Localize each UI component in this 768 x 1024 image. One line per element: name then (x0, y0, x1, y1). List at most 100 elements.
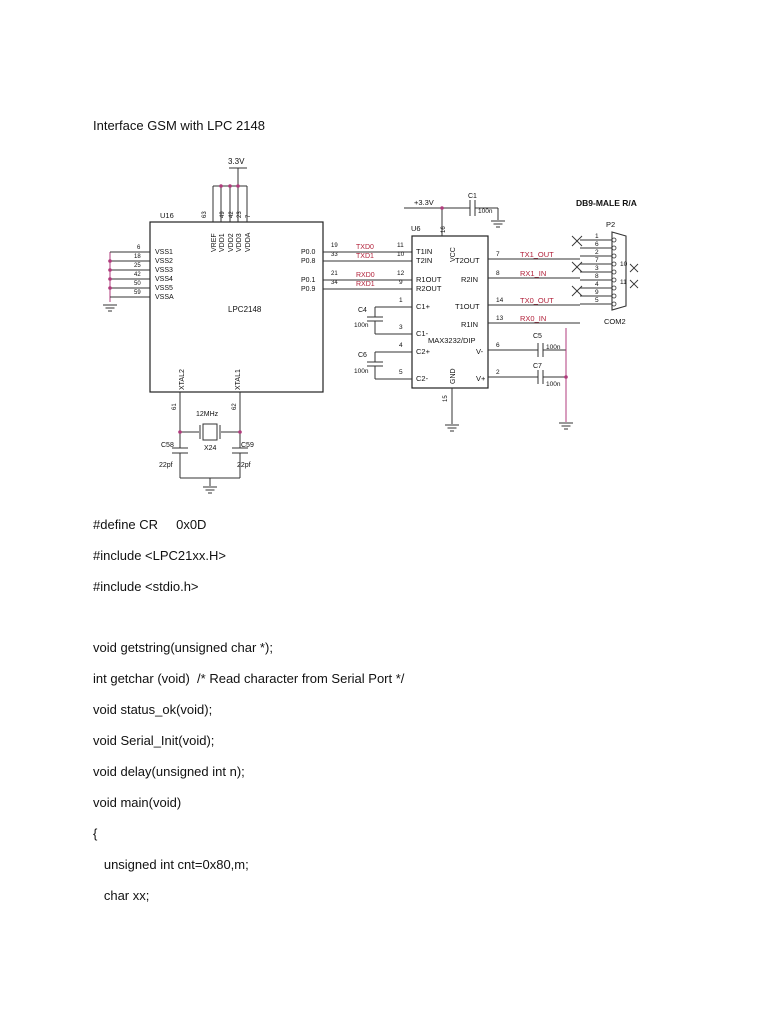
rs232-nets: TX1_OUT RX1_IN TX0_OUT RX0_IN (488, 250, 580, 324)
code-line: void main(void) (93, 795, 182, 810)
db9-pin-number: 9 (595, 289, 599, 296)
max-left-pin: C1- (416, 329, 429, 338)
lpc-top-pin: VDD3 (236, 233, 243, 252)
code-line: #include <stdio.h> (93, 579, 199, 594)
cap-c1-ref: C1 (468, 193, 477, 200)
max-left-pin: T1IN (416, 247, 432, 256)
lpc-left-pin-number: 59 (134, 290, 141, 296)
max-left-pin-number: 9 (399, 279, 403, 286)
lpc-left-pin: VSS1 (155, 249, 173, 256)
cap-c5-value: 100n (546, 344, 561, 351)
page-title: Interface GSM with LPC 2148 (93, 118, 265, 133)
net-label: TX1_OUT (520, 250, 554, 259)
db9-pin-number: 8 (595, 273, 599, 280)
lpc-left-pin: VSS5 (155, 285, 173, 292)
max-right-pin: V+ (476, 374, 486, 383)
max-gnd-label: GND (450, 368, 457, 384)
net-label: TXD1 (356, 253, 374, 260)
max-right-pin: T1OUT (455, 302, 480, 311)
max-right-pin: T2OUT (455, 256, 480, 265)
max-left-pin: T2IN (416, 256, 432, 265)
max-right-pin: R1IN (461, 320, 478, 329)
max-right-pin: V- (476, 347, 484, 356)
lpc-bottom-pin-number: 62 (232, 403, 238, 410)
max3232-chip: U6 MAX3232/DIP +3.3V C1 100n 16 VCC T1IN… (354, 193, 574, 432)
lpc-right-pin: P0.8 (301, 258, 316, 265)
net-label: TXD0 (356, 244, 374, 251)
max-left-pin: R2OUT (416, 284, 442, 293)
max-left-pin-number: 1 (399, 297, 403, 304)
crystal-freq: 12MHz (196, 411, 219, 418)
max-left-pin-number: 12 (397, 270, 405, 277)
net-label: RX1_IN (520, 269, 546, 278)
code-line: void Serial_Init(void); (93, 733, 215, 748)
lpc-right-pin-number: 34 (331, 280, 338, 286)
net-label: TX0_OUT (520, 296, 554, 305)
lpc-right-pin: P0.9 (301, 286, 316, 293)
max-vcc-label: VCC (450, 247, 457, 262)
code-line: #include <LPC21xx.H> (93, 548, 226, 563)
lpc-right-pin-number: 21 (331, 271, 338, 277)
lpc-top-pin-number: 63 (202, 211, 208, 218)
lpc-ref: U16 (160, 211, 174, 220)
lpc-left-pin: VSS2 (155, 258, 173, 265)
max-left-pin: C1+ (416, 302, 431, 311)
cap-c6-ref: C6 (358, 352, 367, 359)
lpc-left-pin: VSS3 (155, 267, 173, 274)
lpc-left-pin: VSS4 (155, 276, 173, 283)
db9-pin-number: 7 (595, 257, 599, 264)
code-line: void status_ok(void); (93, 702, 213, 717)
db9-pin-number: 5 (595, 297, 599, 304)
max-right-pin-number: 8 (496, 270, 500, 277)
max-left-pin-number: 11 (397, 242, 404, 249)
cap-c59-value: 22pf (237, 462, 251, 469)
db9-pin-number: 6 (595, 241, 599, 248)
db9-shell-pin: 11 (620, 279, 627, 286)
code-line: char xx; (93, 888, 150, 903)
max-left-pin-number: 5 (399, 369, 403, 376)
code-line: unsigned int cnt=0x80,m; (93, 857, 249, 872)
max-right-pin-number: 7 (496, 251, 500, 258)
max-right-pin-number: 13 (496, 315, 504, 322)
cap-c59-ref: C59 (241, 442, 254, 449)
cap-c58-value: 22pf (159, 462, 173, 469)
lpc-top-pin-number: 49 (220, 211, 226, 218)
max-left-pin: C2+ (416, 347, 431, 356)
lpc-right-pin-number: 33 (331, 252, 338, 258)
max-name: MAX3232/DIP (428, 336, 476, 345)
max-right-pin-number: 14 (496, 297, 504, 304)
net-label: RXD1 (356, 281, 375, 288)
cap-c5-ref: C5 (533, 333, 542, 340)
lpc-left-pin: VSSA (155, 294, 174, 301)
lpc-bottom-pin-number: 61 (172, 403, 178, 410)
lpc-left-pin-number: 50 (134, 281, 141, 287)
cap-c4-ref: C4 (358, 307, 367, 314)
code-line: void getstring(unsigned char *); (93, 640, 273, 655)
cap-c58-ref: C58 (161, 442, 174, 449)
max-supply: +3.3V (414, 198, 434, 207)
lpc-top-pin-number: 23 (237, 211, 243, 218)
schematic-diagram: U16 LPC2148 3.3V 63 49 42 23 7 VREF VDD1… (102, 157, 639, 494)
code-line: #define CR 0x0D (93, 517, 207, 532)
net-label: RXD0 (356, 272, 375, 279)
db9-connector: DB9-MALE R/A P2 (571, 198, 639, 326)
max-left-pin-number: 10 (397, 251, 405, 258)
code-line: { (93, 826, 98, 841)
code-line: int getchar (void) /* Read character fro… (93, 671, 405, 686)
cap-c1-value: 100n (478, 208, 493, 215)
max-left-pin: R1OUT (416, 275, 442, 284)
lpc-name: LPC2148 (228, 305, 262, 314)
max-gnd-pin: 15 (443, 395, 449, 402)
max-right-pin: R2IN (461, 275, 478, 284)
lpc-top-pin: VREF (211, 233, 218, 252)
cap-c6-value: 100n (354, 368, 369, 375)
max-vcc-pin: 16 (441, 226, 447, 233)
lpc-top-pin-number: 42 (229, 211, 235, 218)
lpc2148-chip: U16 LPC2148 3.3V 63 49 42 23 7 VREF VDD1… (102, 157, 338, 410)
crystal-section: 12MHz X24 C58 C59 22pf 22pf (159, 392, 254, 494)
max-left-pin-number: 4 (399, 342, 403, 349)
lpc-left-pin-number: 18 (134, 254, 141, 260)
code-line: void delay(unsigned int n); (93, 764, 245, 779)
db9-heading: DB9-MALE R/A (576, 198, 637, 208)
cap-c7-value: 100n (546, 381, 561, 388)
